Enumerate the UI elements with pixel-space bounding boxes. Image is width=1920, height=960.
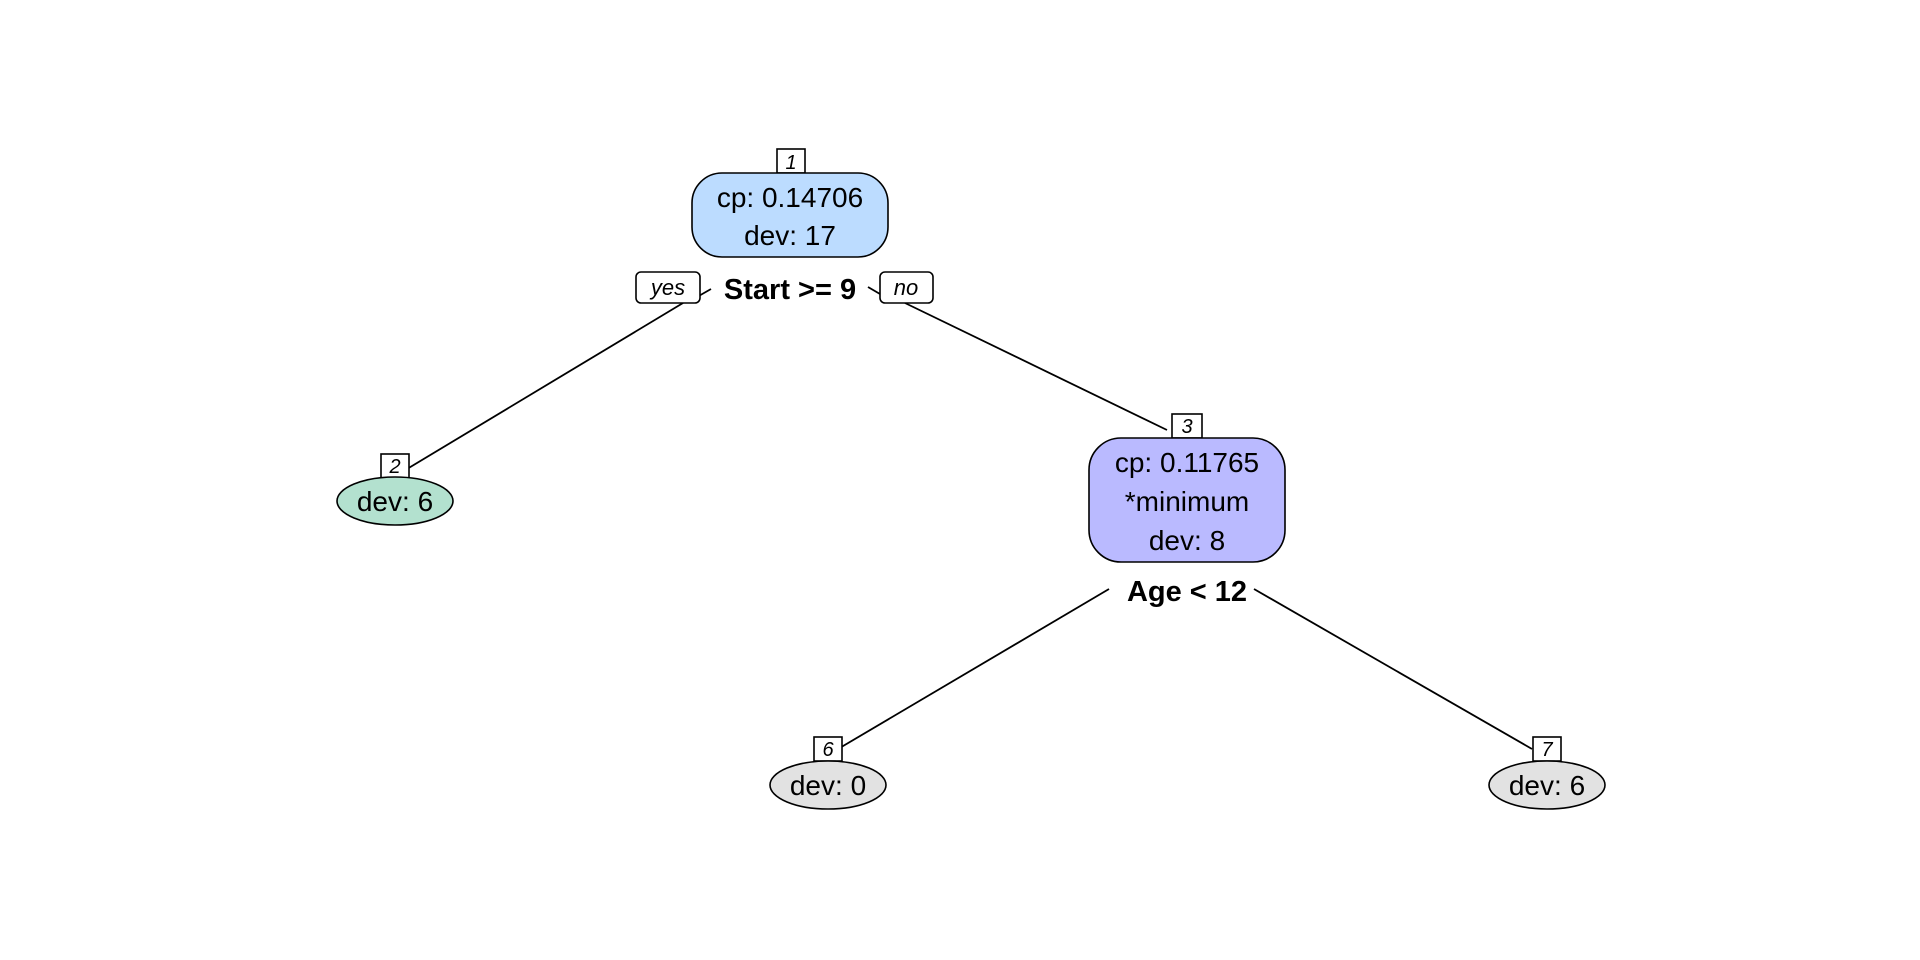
node-6-box: [769, 760, 887, 810]
no-connector: [867, 286, 881, 295]
node-7-dev: dev: 6: [1509, 770, 1585, 801]
node-2-dev: dev: 6: [357, 486, 433, 517]
edge-1-to-3: [904, 302, 1168, 431]
node-3-minimum: *minimum: [1125, 486, 1249, 517]
node-6-dev: dev: 0: [790, 770, 866, 801]
node-1-dev: dev: 17: [744, 220, 836, 251]
node-3-dev: dev: 8: [1149, 525, 1225, 556]
node-3: 3 cp: 0.11765 *minimum dev: 8: [1088, 413, 1286, 563]
node-3-cp: cp: 0.11765: [1115, 447, 1259, 478]
node-2-box: [336, 476, 454, 526]
node-7: 7 dev: 6: [1488, 736, 1606, 810]
edge-1-to-2: [406, 302, 684, 470]
node-6-id: 6: [822, 739, 834, 761]
node-3-id-badge: [1171, 413, 1203, 439]
node-3-box: [1088, 437, 1286, 563]
node-1-box: [691, 172, 889, 258]
node-6-id-badge: [813, 736, 843, 762]
node-2-id-badge: [380, 453, 410, 479]
edge-3-to-6: [837, 588, 1110, 750]
no-label-box: [879, 271, 934, 304]
split-1-label: Start >= 9: [724, 274, 856, 306]
edge-3-to-7: [1253, 588, 1533, 750]
node-7-id: 7: [1541, 739, 1553, 761]
node-2: 2 dev: 6: [336, 453, 454, 526]
node-2-id: 2: [388, 456, 400, 478]
node-3-id: 3: [1181, 416, 1192, 438]
split-3-label: Age < 12: [1127, 576, 1247, 608]
no-label: no: [894, 275, 918, 300]
yes-label: yes: [649, 275, 685, 300]
node-1-id: 1: [785, 152, 796, 174]
node-1: 1 cp: 0.14706 dev: 17: [691, 148, 889, 258]
node-7-id-badge: [1532, 736, 1562, 762]
node-7-box: [1488, 760, 1606, 810]
yes-label-box: [635, 271, 701, 304]
node-6: 6 dev: 0: [769, 736, 887, 810]
node-1-cp: cp: 0.14706: [717, 182, 863, 213]
